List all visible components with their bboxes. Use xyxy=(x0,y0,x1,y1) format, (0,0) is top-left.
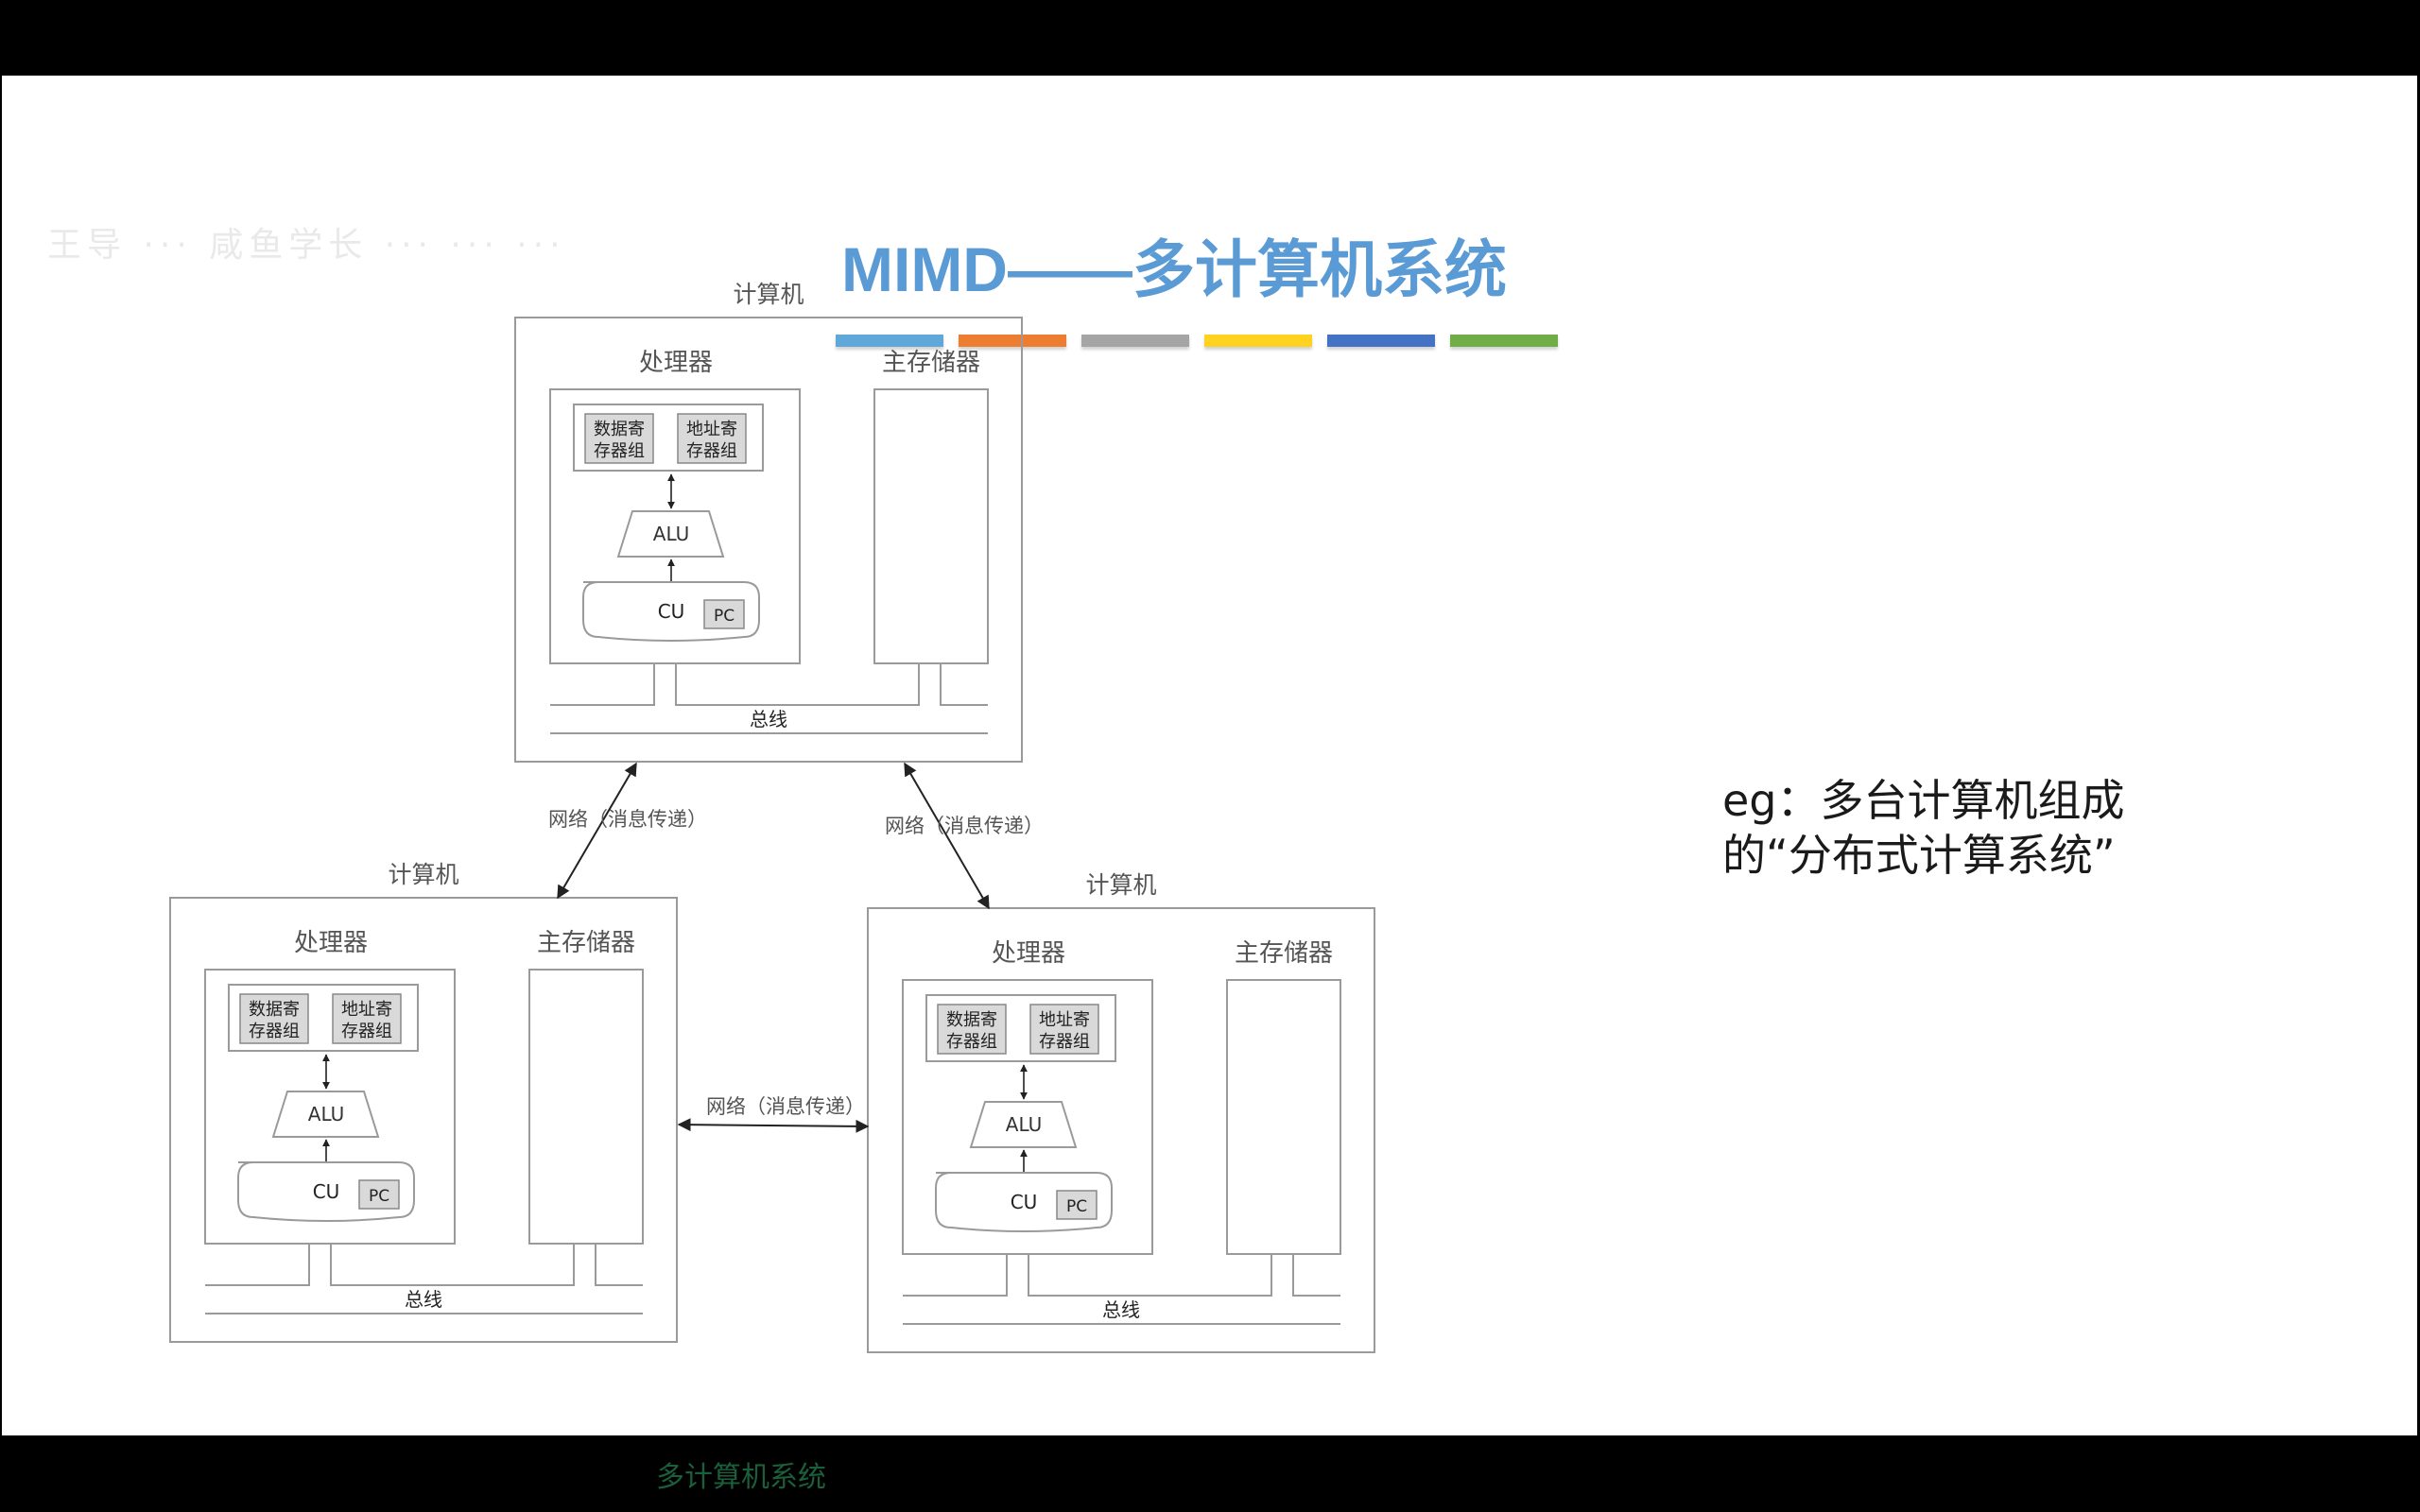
computer-label: 计算机 xyxy=(388,861,458,888)
pc-box xyxy=(358,1179,400,1210)
network-label-bottom: 网络（消息传递） xyxy=(706,1095,865,1118)
computer-label: 计算机 xyxy=(733,281,804,308)
bus-label: 总线 xyxy=(1102,1298,1140,1321)
address-register-label-2: 存器组 xyxy=(686,441,737,461)
computer-label: 计算机 xyxy=(1085,871,1156,899)
register-group xyxy=(925,994,1116,1062)
bus-label: 总线 xyxy=(405,1288,442,1311)
data-register-label-2: 存器组 xyxy=(594,441,645,461)
data-register-box xyxy=(239,993,309,1044)
address-register-label-1: 地址寄 xyxy=(1039,1010,1090,1030)
cu-shape xyxy=(582,581,760,642)
address-register-label-1: 地址寄 xyxy=(341,1000,392,1020)
cu-label: CU xyxy=(313,1180,340,1203)
alu-shape xyxy=(271,1091,380,1138)
bus-middle-connector xyxy=(330,1244,575,1286)
title-bar-3 xyxy=(1081,335,1189,347)
alu-label: ALU xyxy=(308,1103,344,1125)
bus-right-connector xyxy=(595,1244,643,1286)
alu-shape xyxy=(969,1101,1078,1148)
memory-label: 主存储器 xyxy=(1235,939,1333,968)
network-arrow-bottom xyxy=(677,1118,870,1133)
title-bar-5 xyxy=(1327,335,1435,347)
register-group xyxy=(228,984,419,1052)
bus-left-connector xyxy=(205,1244,310,1286)
cu-shape xyxy=(935,1172,1113,1232)
processor-label: 处理器 xyxy=(992,939,1065,968)
bus-right-connector xyxy=(1292,1254,1340,1297)
memory-label: 主存储器 xyxy=(882,349,980,377)
address-register-label-1: 地址寄 xyxy=(686,420,737,439)
title-bar-6 xyxy=(1450,335,1558,347)
pc-box xyxy=(1056,1190,1098,1220)
network-arrow-top-left xyxy=(557,762,637,900)
data-register-label-1: 数据寄 xyxy=(594,420,645,439)
slide: 王导 ··· 咸鱼学长 ··· ··· ··· MIMD——多计算机系统 eg：… xyxy=(2,76,2417,1494)
memory-box xyxy=(1226,979,1341,1255)
cu-shape xyxy=(237,1161,415,1222)
network-label-top-left: 网络（消息传递） xyxy=(548,808,707,831)
network-arrow-top-right xyxy=(904,762,990,910)
bus-middle-connector xyxy=(1028,1254,1272,1297)
address-register-box xyxy=(677,413,747,464)
note-text: eg：多台计算机组成 的“分布式计算系统” xyxy=(1722,773,2290,883)
cu-label: CU xyxy=(1011,1191,1038,1213)
data-register-label-1: 数据寄 xyxy=(249,1000,300,1020)
data-register-box xyxy=(937,1004,1007,1055)
network-label-top-right: 网络（消息传递） xyxy=(885,815,1044,837)
computer-box xyxy=(169,897,678,1343)
data-register-label-2: 存器组 xyxy=(249,1022,300,1041)
data-register-label-2: 存器组 xyxy=(946,1032,997,1052)
register-group xyxy=(573,404,764,472)
title-underline-bars xyxy=(836,335,1558,348)
computer-box xyxy=(867,907,1375,1353)
address-register-label-2: 存器组 xyxy=(1039,1032,1090,1052)
data-register-box xyxy=(584,413,654,464)
pc-label: PC xyxy=(369,1187,389,1206)
computer-box xyxy=(514,317,1023,763)
pc-box xyxy=(703,599,745,629)
pc-label: PC xyxy=(714,607,735,626)
alu-label: ALU xyxy=(653,523,689,545)
slide-title: MIMD——多计算机系统 xyxy=(841,234,1507,304)
bus-label: 总线 xyxy=(750,708,787,730)
cu-label: CU xyxy=(658,600,685,623)
address-register-box xyxy=(1029,1004,1099,1055)
diagram-caption: 多计算机系统 xyxy=(656,1461,826,1494)
address-register-box xyxy=(332,993,402,1044)
memory-box xyxy=(873,388,989,664)
processor-label: 处理器 xyxy=(294,929,368,957)
alu-shape xyxy=(616,510,725,558)
bus-right-connector xyxy=(940,663,988,706)
bus-left-connector xyxy=(903,1254,1008,1297)
processor-label: 处理器 xyxy=(639,349,713,377)
note-line-1: eg：多台计算机组成 xyxy=(1722,775,2125,826)
memory-label: 主存储器 xyxy=(537,929,635,957)
title-bar-2 xyxy=(959,335,1066,347)
data-register-label-1: 数据寄 xyxy=(946,1010,997,1030)
title-bar-4 xyxy=(1204,335,1312,347)
alu-label: ALU xyxy=(1006,1113,1042,1136)
memory-box xyxy=(528,969,644,1245)
bus-middle-connector xyxy=(675,663,920,706)
pc-label: PC xyxy=(1066,1197,1087,1216)
note-line-2: 的“分布式计算系统” xyxy=(1722,830,2116,881)
address-register-label-2: 存器组 xyxy=(341,1022,392,1041)
title-bar-1 xyxy=(836,335,943,347)
bus-left-connector xyxy=(550,663,655,706)
